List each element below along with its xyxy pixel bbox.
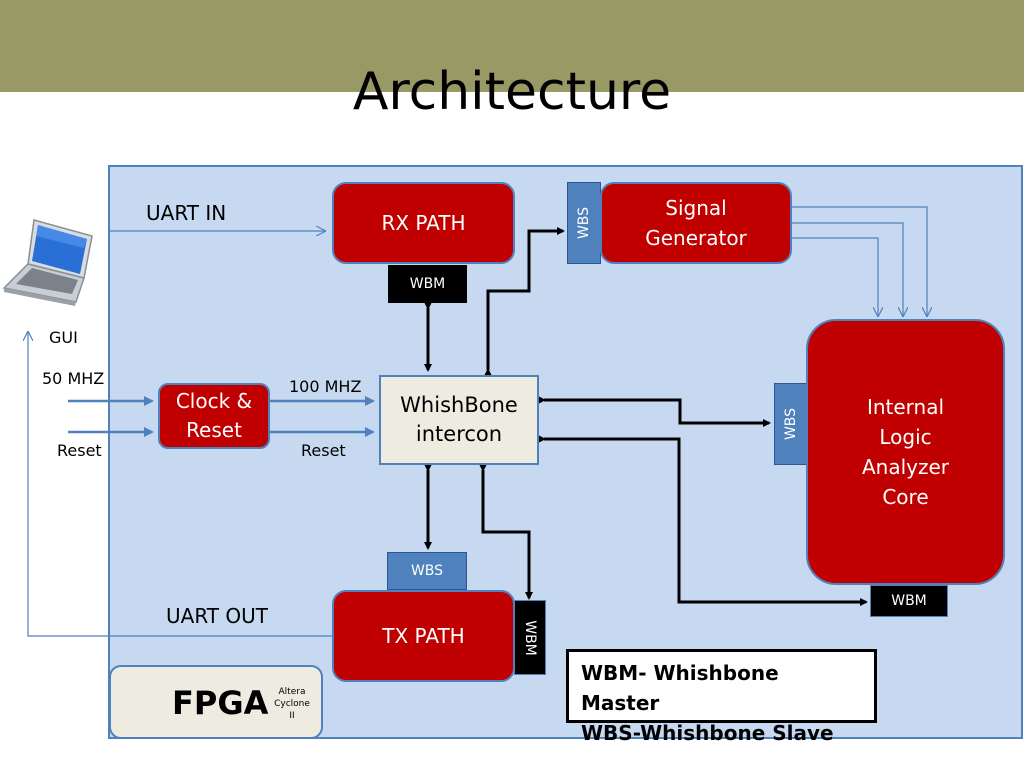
fpga-sub-1: Altera (278, 687, 306, 697)
sg-ila-wire-1 (791, 206, 927, 316)
sg-label-2: Generator (645, 226, 747, 250)
intercon-txwbm-wire (479, 464, 533, 600)
ila-core-block: Internal Logic Analyzer Core (806, 319, 1005, 585)
ila-wbs-port: WBS (774, 383, 808, 465)
intercon-ila-wire (538, 396, 771, 427)
uart-out-wire (28, 332, 332, 637)
intercon-label-1: WhishBone (400, 392, 518, 417)
clock-reset-label-1: Clock & (175, 389, 253, 413)
tx-wbm-port: WBM (514, 600, 546, 675)
sg-label-1: Signal (665, 196, 727, 220)
clock-reset-block: Clock & Reset (158, 383, 270, 449)
ila-wbs-label: WBS (783, 407, 799, 441)
sg-ila-wire-3 (791, 237, 878, 316)
ila-label-2: Logic (879, 425, 932, 449)
uart-out-label: UART OUT (166, 604, 268, 628)
sg-ila-wire-2 (791, 222, 903, 316)
slide-title: Architecture (352, 62, 672, 122)
ila-label-4: Core (882, 485, 929, 509)
uart-in-label: UART IN (146, 201, 227, 225)
header-bar (0, 0, 1024, 92)
rx-path-label: RX PATH (381, 211, 466, 235)
rx-path-block: RX PATH (332, 182, 515, 264)
tx-path-label: TX PATH (382, 624, 465, 648)
rx-wbm-label: WBM (409, 276, 446, 292)
legend-box: WBM- Whishbone Master WBS-Whishbone Slav… (566, 649, 877, 745)
ila-label-1: Internal (866, 395, 945, 419)
ila-wbm-port: WBM (870, 585, 948, 617)
fpga-sub-2: Cyclone (274, 699, 310, 710)
fpga-label: FPGA (172, 684, 269, 722)
fpga-sub-3: II (289, 711, 295, 722)
clk-out-label: 100 MHZ (289, 377, 362, 396)
signal-generator-block: Signal Generator (600, 182, 792, 264)
clk-in-label: 50 MHZ (42, 369, 105, 388)
rx-wbm-port: WBM (388, 265, 467, 303)
intercon-label-2: intercon (415, 422, 503, 446)
fpga-box (109, 665, 323, 739)
intercon-ilawbm-wire (538, 435, 868, 606)
tx-wbs-port: WBS (387, 552, 467, 590)
ila-wbm-label: WBM (891, 593, 927, 609)
sg-wbs-label: WBS (576, 206, 592, 240)
sg-wbs-port: WBS (567, 182, 601, 264)
clock-reset-label-2: Reset (186, 418, 242, 442)
ila-label-3: Analyzer (861, 455, 950, 479)
wishbone-intercon-block: WhishBone intercon (379, 375, 539, 465)
laptop-icon (2, 219, 93, 306)
legend-wbm: WBM- Whishbone Master (581, 661, 779, 715)
tx-wbs-label: WBS (410, 563, 444, 579)
legend-wbs: WBS-Whishbone Slave (581, 721, 834, 745)
gui-label: GUI (49, 328, 78, 347)
reset-in-label: Reset (57, 441, 102, 460)
tx-wbm-label: WBM (522, 619, 538, 656)
reset-out-label: Reset (301, 441, 346, 460)
intercon-sg-wire (484, 227, 565, 376)
fpga-device-label: Altera Cyclone II (268, 686, 316, 722)
tx-path-block: TX PATH (332, 590, 515, 682)
